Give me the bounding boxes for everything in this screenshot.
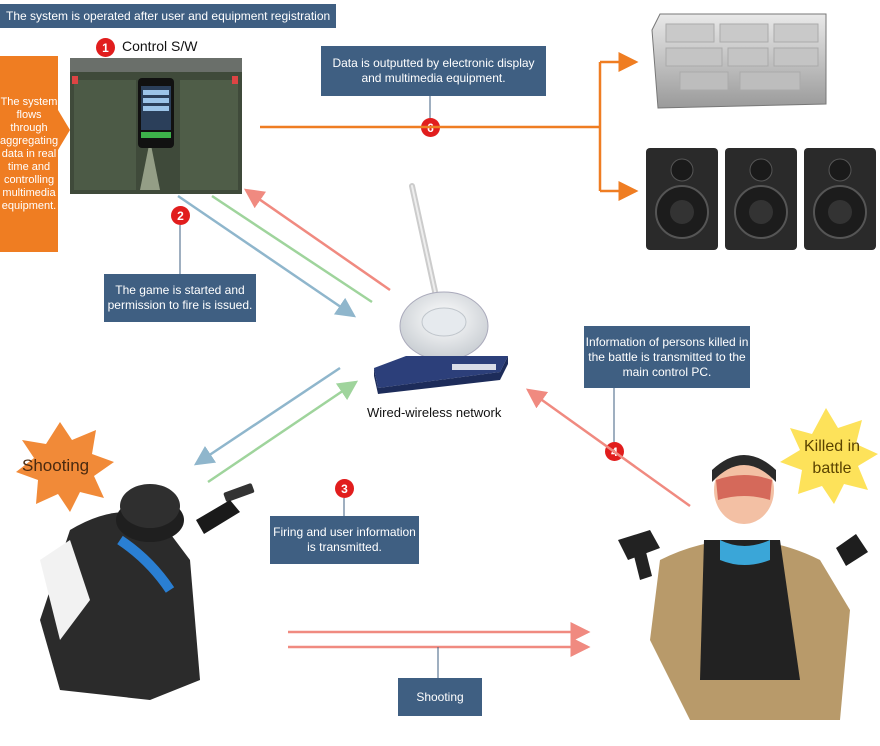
game-info-text: The game is started and permission to fi… [107, 283, 253, 312]
header-title: The system is operated after user and eq… [6, 8, 331, 23]
speaker-icon [725, 148, 797, 250]
firing-info-text: Firing and user information is transmitt… [273, 525, 416, 554]
shooting-box: Shooting [398, 678, 482, 716]
shooting-box-text: Shooting [416, 689, 464, 704]
marker-2: 2 [171, 206, 190, 225]
header-bar: The system is operated after user and eq… [0, 4, 336, 28]
speaker-icon [804, 148, 876, 250]
report-line-pink [243, 188, 391, 292]
shooter-green-line [207, 380, 359, 484]
shooting-burst [16, 422, 114, 512]
control-screen-icon [70, 58, 242, 194]
shooter-blue-line [193, 366, 341, 466]
killed-report-line [525, 388, 691, 508]
marker-3: 3 [335, 479, 354, 498]
shooting-burst-text: Shooting [22, 456, 90, 475]
speaker-icon [646, 148, 718, 250]
permission-line-blue [177, 194, 357, 318]
killed-burst [780, 408, 878, 504]
shooter-player-icon [40, 483, 255, 700]
output-info-box: Data is outputted by electronic display … [321, 46, 546, 96]
wifi-access-point-icon [399, 183, 489, 361]
killed-player-icon [618, 455, 868, 720]
display-panel-icon [651, 13, 827, 109]
killed-info-box: Information of persons killed in the bat… [584, 326, 750, 388]
side-note: The system flows through aggregating dat… [0, 56, 58, 252]
control-label: Control S/W [122, 38, 198, 54]
output-info-text: Data is outputted by electronic display … [332, 56, 535, 85]
permission-line-green [211, 194, 373, 304]
marker-1: 1 [96, 38, 115, 57]
network-switch-icon [374, 356, 508, 394]
killed-burst-text: Killed in battle [803, 438, 861, 477]
side-note-arrow-tip [58, 110, 70, 150]
killed-info-text: Information of persons killed in the bat… [585, 334, 749, 379]
network-label: Wired-wireless network [367, 405, 502, 420]
firing-info-box: Firing and user information is transmitt… [270, 516, 419, 564]
side-note-text: The system flows through aggregating dat… [0, 95, 59, 212]
game-info-box: The game is started and permission to fi… [104, 274, 256, 322]
